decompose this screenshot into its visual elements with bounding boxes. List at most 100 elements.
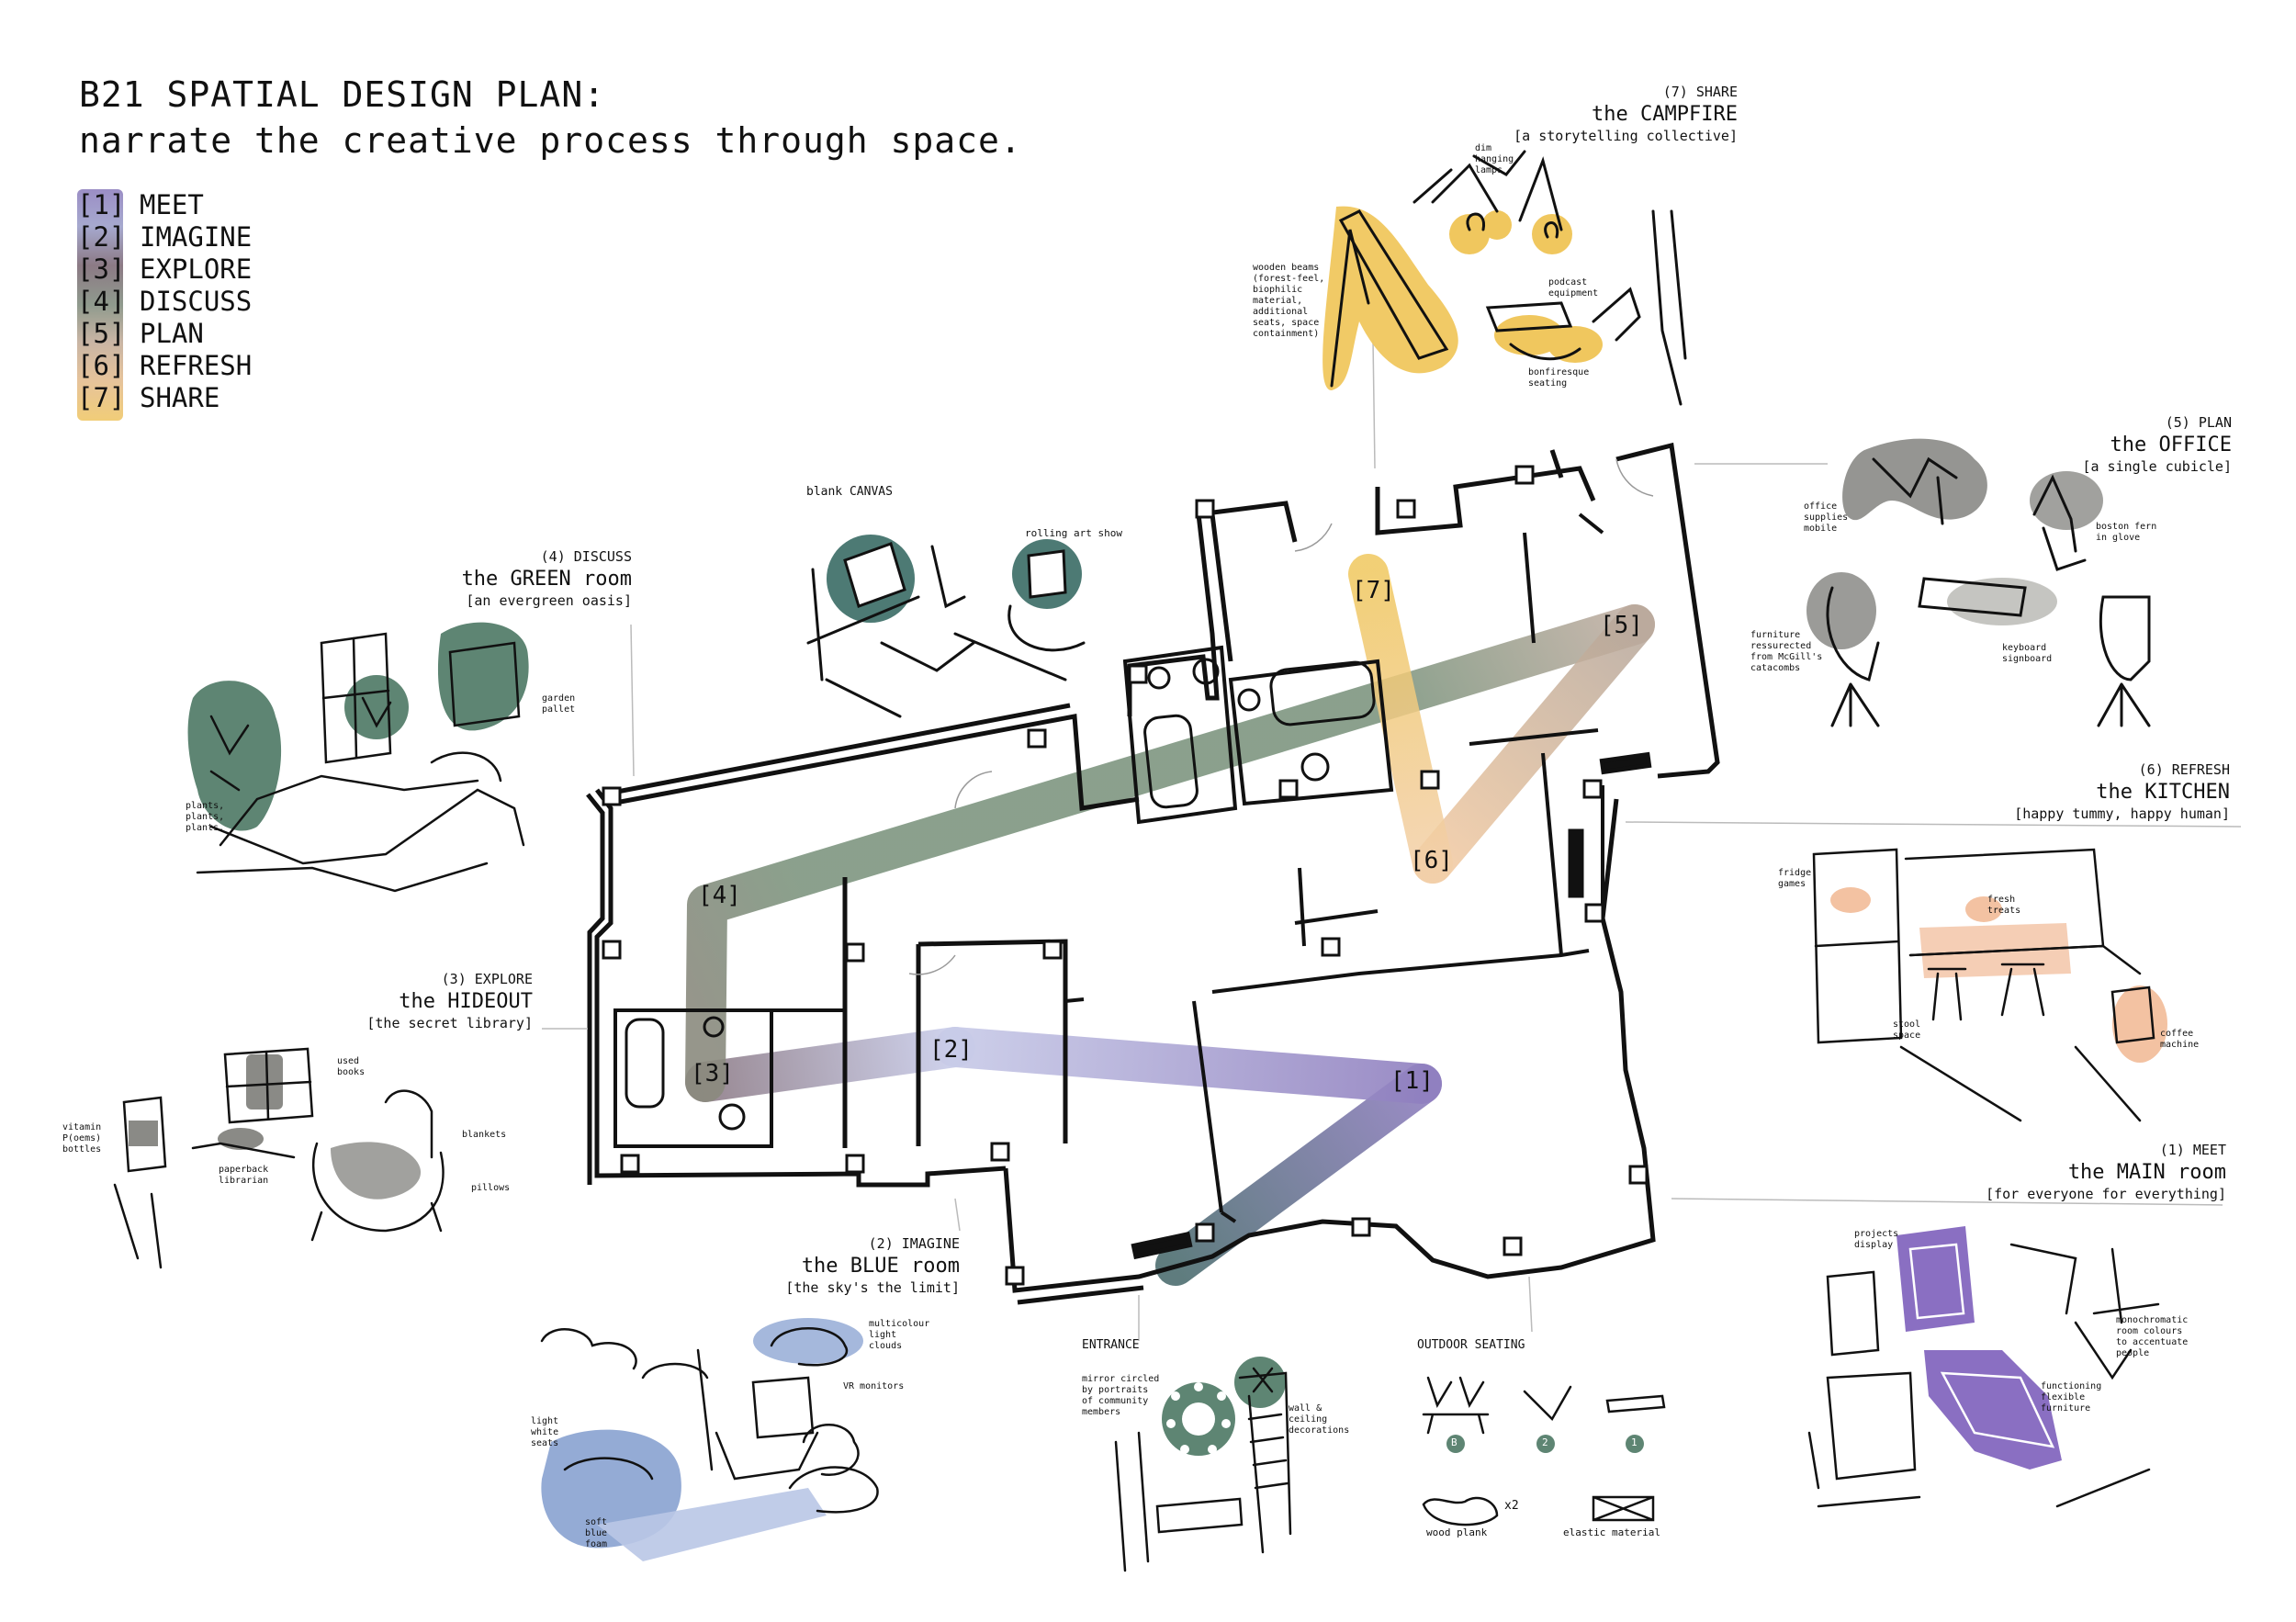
- note-vitamin: vitamin P(oems) bottles: [62, 1122, 102, 1155]
- caption-entrance: ENTRANCE: [1082, 1338, 1140, 1352]
- room-name: the HIDEOUT: [399, 990, 533, 1013]
- legend-num: [2]: [77, 221, 126, 253]
- note-treats: fresh treats: [1987, 895, 2021, 916]
- note-keyboard: keyboard signboard: [2002, 643, 2053, 664]
- room-tagline: [the sky's the limit]: [785, 1279, 960, 1296]
- legend-item: [3]EXPLORE: [77, 253, 252, 286]
- caption-rolling-art-show: rolling art show: [1025, 527, 1122, 539]
- sketch-canvas: [806, 535, 1086, 718]
- legend-num: [3]: [77, 253, 126, 285]
- note-beams: wooden beams (forest-feel, biophilic mat…: [1253, 263, 1325, 339]
- room-name: the GREEN room: [461, 568, 632, 591]
- sketch-outdoor: [1422, 1376, 1666, 1526]
- legend-label: MEET: [140, 189, 204, 220]
- note-vr: VR monitors: [843, 1381, 905, 1391]
- plan-title: B21 SPATIAL DESIGN PLAN: narrate the cre…: [79, 72, 1022, 163]
- note-office-supplies: office supplies mobile: [1804, 501, 1849, 534]
- legend-item: [6] REFRESH: [77, 350, 252, 382]
- legend: [1] MEET [2] IMAGINE [3]EXPLORE [4] DISCUSS…: [77, 189, 252, 414]
- sketch-office: [1806, 438, 2151, 727]
- room-name: the BLUE room: [801, 1255, 960, 1278]
- floor-plan: [586, 442, 1720, 1305]
- note-wall: wall & ceiling decorations: [1289, 1403, 1350, 1436]
- legend-num: [5]: [77, 318, 126, 349]
- caption-wood-plank: wood plank: [1426, 1526, 1488, 1538]
- note-bonfire: bonfiresque seating: [1528, 367, 1590, 389]
- note-blankets: blankets: [462, 1130, 507, 1140]
- note-fern: boston fern in glove: [2096, 522, 2157, 543]
- note-books: used books: [337, 1056, 366, 1077]
- room-tagline: [the secret library]: [366, 1015, 533, 1031]
- legend-label: PLAN: [140, 318, 204, 349]
- room-tagline: [an evergreen oasis]: [466, 592, 632, 609]
- legend-gradient-band: [77, 189, 123, 421]
- note-foam: soft blue foam: [585, 1517, 608, 1549]
- note-librarian: paperback librarian: [219, 1165, 269, 1186]
- note-mirror: mirror circled by portraits of community…: [1082, 1374, 1160, 1417]
- room-step: (5) PLAN: [2165, 414, 2232, 431]
- note-clouds: multicolour light clouds: [869, 1319, 930, 1351]
- room-step: (3) EXPLORE: [441, 971, 533, 987]
- room-tagline: [a single cubicle]: [2082, 458, 2232, 475]
- legend-label: REFRESH: [140, 350, 253, 381]
- room-step: (1) MEET: [2159, 1142, 2226, 1158]
- room-name: the KITCHEN: [2096, 781, 2230, 804]
- legend-item: [4] DISCUSS: [77, 286, 252, 318]
- note-monochromatic: monochromatic room colours to accentuate…: [2116, 1315, 2189, 1358]
- sketch-entrance: [1114, 1357, 1292, 1572]
- room-step: (6) REFRESH: [2138, 761, 2230, 778]
- path-entrance-to-meet: [1155, 1064, 1442, 1286]
- legend-item: [5] PLAN: [77, 318, 252, 350]
- note-fridge: fridge games: [1778, 868, 1812, 889]
- note-pillows: pillows: [471, 1183, 511, 1193]
- plan-columns: [602, 465, 1649, 1286]
- legend-num: [6]: [77, 350, 126, 381]
- note-white-seats: light white seats: [531, 1416, 559, 1448]
- plan-label-imagine: [2]: [929, 1036, 973, 1064]
- legend-item: [7] SHARE: [77, 382, 252, 414]
- note-stool: stool space: [1893, 1019, 1921, 1041]
- path-imagine-to-explore: [685, 1027, 975, 1102]
- seat-marker-b: B: [1451, 1436, 1458, 1448]
- room-name: the CAMPFIRE: [1592, 103, 1738, 126]
- room-step: (7) SHARE: [1662, 84, 1738, 100]
- seat-marker-2: 2: [1542, 1436, 1548, 1448]
- legend-item: [2] IMAGINE: [77, 221, 252, 253]
- legend-num: [7]: [77, 382, 126, 413]
- plan-label-plan: [5]: [1600, 612, 1643, 639]
- sketch-blue-room: [540, 1318, 879, 1561]
- path-meet-to-imagine: [935, 1027, 1442, 1104]
- room-tagline: [for everyone for everything]: [1986, 1186, 2226, 1202]
- legend-num: [1]: [77, 189, 126, 220]
- path-plan-to-refresh: [1412, 604, 1655, 884]
- note-lamps: dim hanging lamps: [1475, 143, 1514, 175]
- legend-item: [1] MEET: [77, 189, 252, 221]
- legend-label: DISCUSS: [140, 286, 253, 317]
- caption-elastic-material: elastic material: [1563, 1526, 1660, 1538]
- plan-label-share: [7]: [1352, 577, 1395, 604]
- plan-label-refresh: [6]: [1410, 847, 1453, 874]
- legend-label: IMAGINE: [140, 221, 253, 253]
- caption-times-two: x2: [1504, 1499, 1519, 1513]
- room-title-hideout: (3) EXPLORE the HIDEOUT [the secret libr…: [366, 970, 533, 1033]
- note-flexible: functioning flexible furniture: [2041, 1381, 2102, 1414]
- plan-label-meet: [1]: [1390, 1067, 1434, 1095]
- legend-label: SHARE: [140, 382, 220, 413]
- room-name: the MAIN room: [2067, 1161, 2226, 1184]
- sketch-hideout: [113, 1047, 445, 1269]
- room-title-campfire: (7) SHARE the CAMPFIRE [a storytelling c…: [1514, 83, 1738, 146]
- room-name: the OFFICE: [2110, 434, 2232, 456]
- plan-label-discuss: [4]: [698, 882, 741, 909]
- caption-blank-canvas: blank CANVAS: [806, 485, 893, 499]
- legend-num: [4]: [77, 286, 126, 317]
- title-line-2: narrate the creative process through spa…: [79, 120, 1022, 161]
- seat-marker-1: 1: [1631, 1436, 1638, 1448]
- room-title-kitchen: (6) REFRESH the KITCHEN [happy tummy, ha…: [2014, 760, 2230, 824]
- plan-label-explore: [3]: [691, 1060, 734, 1087]
- sketch-green-room: [187, 622, 529, 893]
- note-coffee: coffee machine: [2160, 1029, 2200, 1050]
- room-title-main-room: (1) MEET the MAIN room [for everyone for…: [1986, 1141, 2226, 1204]
- title-line-1: B21 SPATIAL DESIGN PLAN:: [79, 74, 606, 115]
